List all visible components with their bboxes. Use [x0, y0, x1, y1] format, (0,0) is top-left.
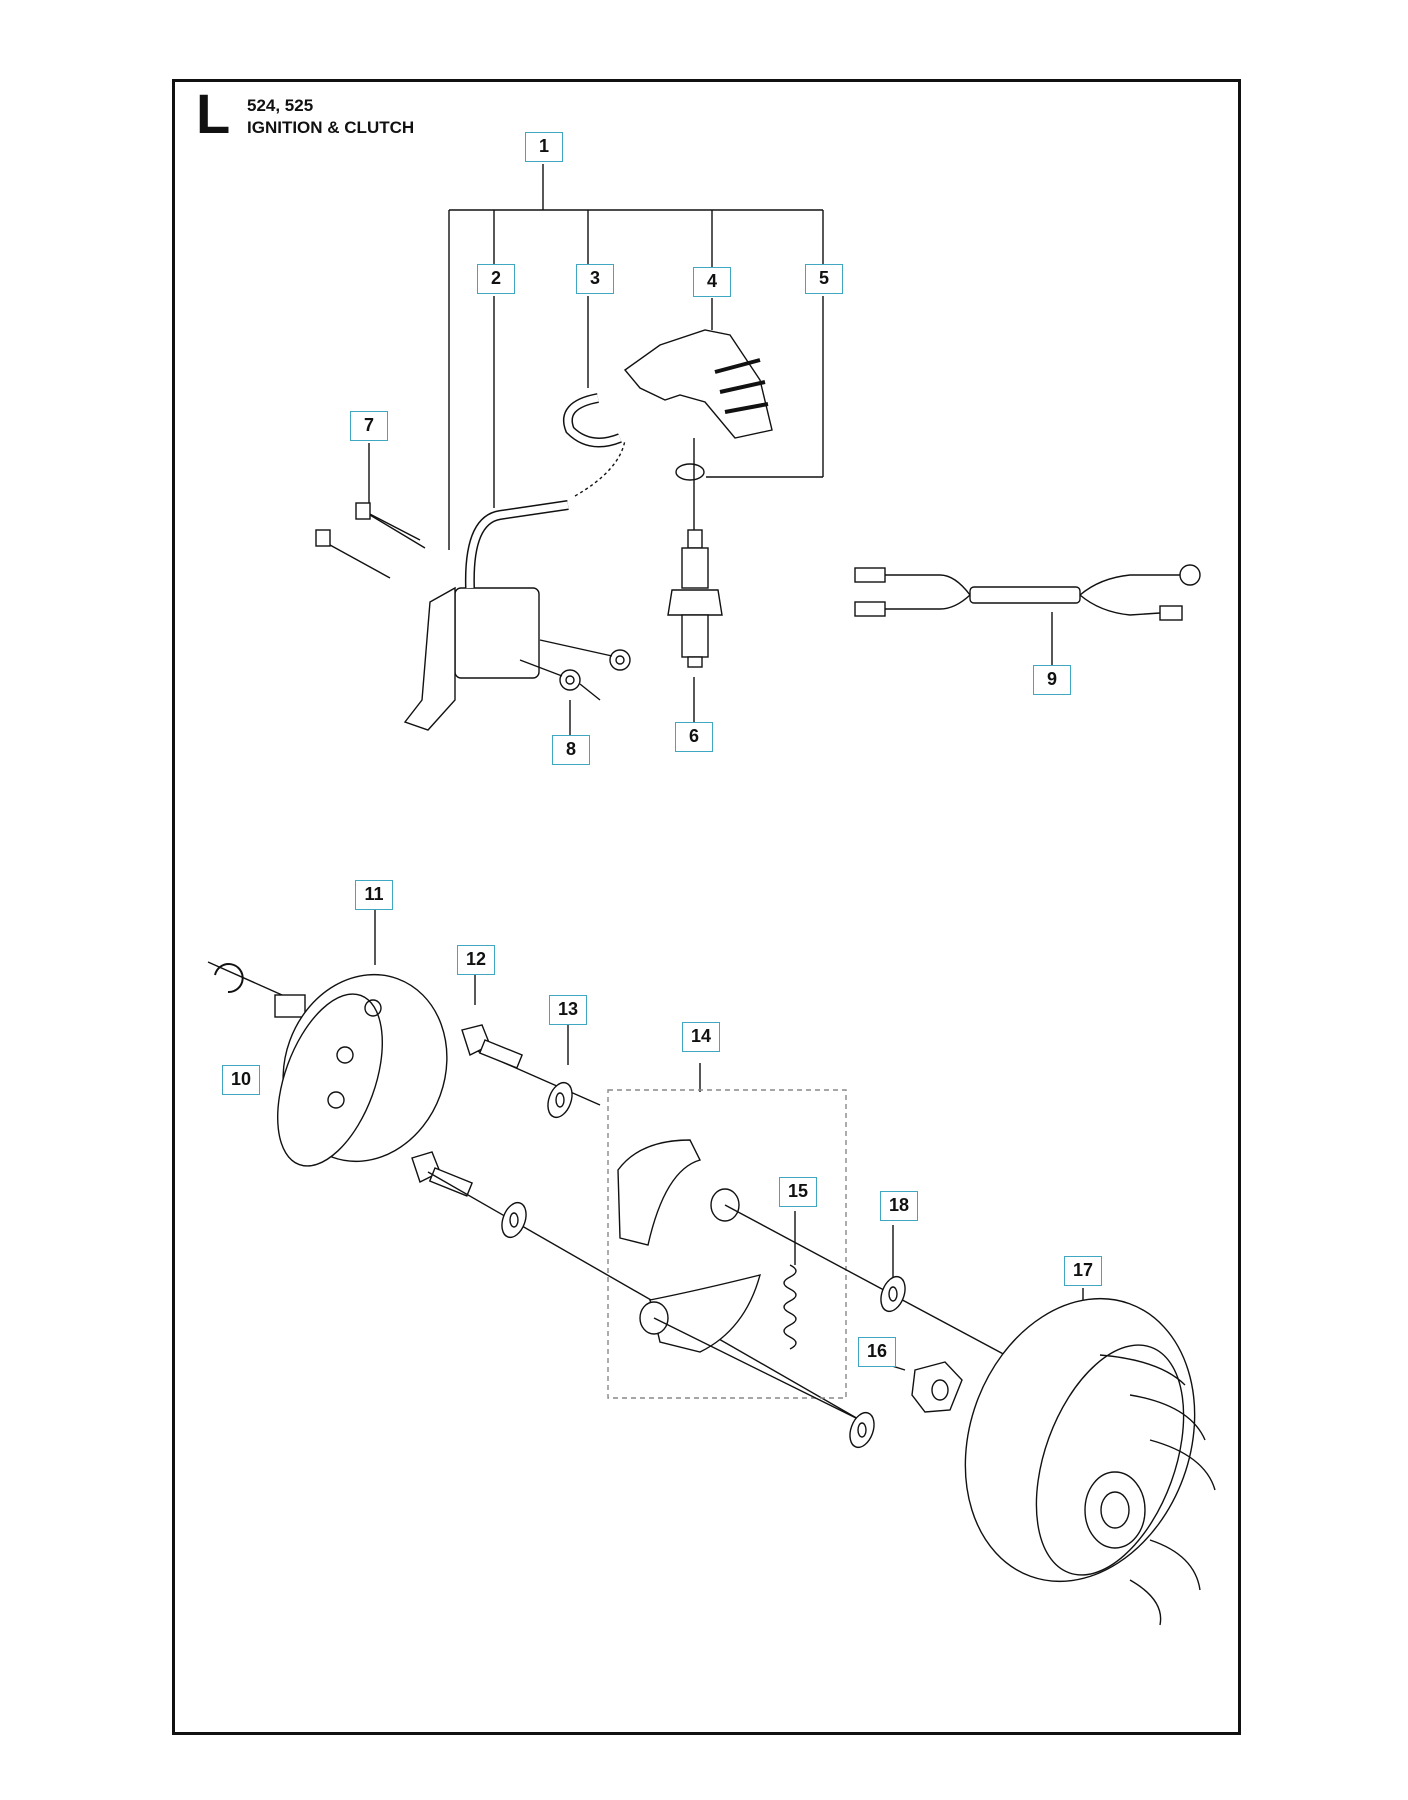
callout-4: 4: [693, 267, 731, 297]
callout-14: 14: [682, 1022, 720, 1052]
callout-8: 8: [552, 735, 590, 765]
callout-6: 6: [675, 722, 713, 752]
callout-13: 13: [549, 995, 587, 1025]
callout-1: 1: [525, 132, 563, 162]
callout-11: 11: [355, 880, 393, 910]
diagram-frame: [172, 79, 1241, 1735]
page-title: IGNITION & CLUTCH: [247, 118, 415, 137]
callout-12: 12: [457, 945, 495, 975]
callout-10: 10: [222, 1065, 260, 1095]
callout-3: 3: [576, 264, 614, 294]
model-numbers: 524, 525: [247, 96, 314, 115]
callout-15: 15: [779, 1177, 817, 1207]
callout-17: 17: [1064, 1256, 1102, 1286]
callout-9: 9: [1033, 665, 1071, 695]
callout-5: 5: [805, 264, 843, 294]
section-letter: L: [196, 82, 231, 145]
callout-7: 7: [350, 411, 388, 441]
callout-2: 2: [477, 264, 515, 294]
callout-16: 16: [858, 1337, 896, 1367]
callout-18: 18: [880, 1191, 918, 1221]
